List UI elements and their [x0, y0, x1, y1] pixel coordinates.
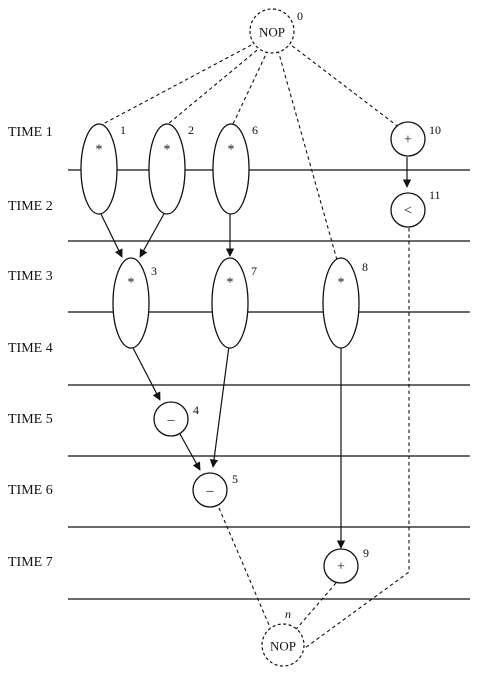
node-op-label: +	[404, 133, 412, 148]
add-node	[390, 121, 426, 157]
multiply-node	[212, 123, 250, 215]
multiply-node	[211, 257, 249, 349]
edge-3-4	[131, 345, 161, 401]
edge-4-5	[179, 433, 201, 471]
node-op-label: *	[338, 276, 345, 291]
edge-5-n	[218, 507, 273, 633]
node-4: – 4	[153, 401, 199, 437]
node-index-label: 6	[252, 123, 258, 137]
node-10: + 10	[390, 121, 441, 157]
time-step-label: TIME 4	[8, 341, 53, 356]
operation-nodes: NOP 0 * 1 * 2 * 6 + 10 <	[80, 8, 441, 667]
node-index-label: 3	[151, 264, 157, 278]
node-0: NOP 0	[249, 8, 303, 54]
nop-source-node	[249, 8, 295, 54]
node-index-label: 10	[429, 123, 441, 137]
edge-0-8	[277, 49, 338, 261]
nop-sink-node	[261, 623, 305, 667]
edge-7-5	[209, 345, 230, 468]
node-index-label: 0	[297, 9, 303, 23]
time-step-label: TIME 7	[8, 555, 53, 570]
node-11: < 11	[390, 188, 441, 228]
node-7: * 7	[211, 257, 257, 349]
node-index-label: 7	[251, 264, 257, 278]
node-index-label: 5	[232, 472, 238, 486]
node-8: * 8	[322, 257, 368, 349]
node-index-label: 2	[188, 123, 194, 137]
multiply-node	[322, 257, 360, 349]
node-op-label: NOP	[270, 639, 296, 654]
multiply-node	[112, 257, 150, 349]
edge-0-1	[102, 41, 258, 125]
add-node	[323, 548, 359, 584]
time-step-labels: TIME 1 TIME 2 TIME 3 TIME 4 TIME 5 TIME …	[8, 125, 53, 570]
edge-0-2	[167, 45, 263, 125]
node-5: – 5	[192, 472, 238, 508]
node-op-label: +	[337, 560, 345, 575]
time-step-label: TIME 2	[8, 199, 53, 214]
edge-1-3	[99, 211, 123, 258]
node-1: * 1	[80, 123, 126, 215]
edge-11-n	[304, 228, 410, 649]
edge-0-10	[286, 41, 401, 129]
node-op-label: *	[227, 276, 234, 291]
node-op-label: *	[164, 143, 171, 158]
dependency-edges	[99, 41, 412, 649]
node-op-label: <	[404, 204, 412, 219]
time-step-separators	[68, 169, 470, 600]
node-index-label: 1	[120, 123, 126, 137]
node-2: * 2	[148, 123, 194, 215]
node-9: + 9	[323, 546, 369, 584]
edge-0-6	[232, 49, 269, 125]
node-n: NOP n	[261, 607, 305, 667]
time-step-label: TIME 1	[8, 125, 53, 140]
node-6: * 6	[212, 123, 258, 215]
node-index-label: 8	[362, 260, 368, 274]
node-op-label: –	[206, 484, 215, 499]
multiply-node	[80, 123, 118, 215]
node-index-label: 9	[363, 546, 369, 560]
node-op-label: –	[167, 413, 176, 428]
time-step-label: TIME 6	[8, 483, 53, 498]
node-index-label: 11	[429, 188, 441, 202]
multiply-node	[148, 123, 186, 215]
node-3: * 3	[112, 257, 157, 349]
subtract-node	[153, 401, 189, 437]
node-op-label: *	[228, 143, 235, 158]
node-op-label: NOP	[259, 25, 285, 40]
edge-2-3	[139, 211, 166, 258]
subtract-node	[192, 472, 228, 508]
node-op-label: *	[96, 143, 103, 158]
time-step-label: TIME 5	[8, 412, 53, 427]
compare-node	[390, 192, 426, 228]
edge-9-n	[291, 582, 337, 635]
time-step-label: TIME 3	[8, 269, 53, 284]
node-op-label: *	[128, 276, 135, 291]
node-index-label: n	[285, 607, 291, 621]
node-index-label: 4	[193, 403, 199, 417]
